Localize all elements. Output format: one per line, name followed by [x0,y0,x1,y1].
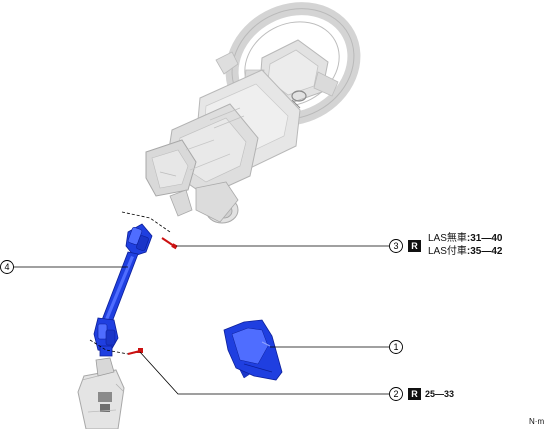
callout-circle-4 [0,260,14,274]
callout-num-4: 4 [4,262,9,272]
spec-line-las-with: LAS付車:35—42 [428,246,502,257]
bolt-upper [161,237,178,250]
steering-column-hole-cover [223,319,283,381]
callout-circle-2 [389,387,403,401]
torque-badge-3: R [408,240,421,252]
spec-label-las-without: LAS無車 [428,233,467,244]
callout-circle-3 [389,239,403,253]
spec-value-las-without: :31—40 [466,233,503,244]
callout-circles [0,239,403,401]
intermediate-shaft [93,223,153,357]
steering-gear-pinion [77,357,125,429]
callout-num-3: 3 [393,241,398,251]
callout-num-2: 2 [393,389,398,399]
torque-badge-2: R [408,388,421,400]
callout-numbers: 1 2 3 4 [4,241,398,399]
callout-circle-1 [389,340,403,354]
leader-line-2 [139,351,389,395]
leader-lines [13,245,389,395]
bolt-lower [127,348,143,355]
torque-unit: N·m [529,417,545,426]
spec-value-las-with: :35—42 [466,246,503,257]
steering-column-assembly [145,69,301,224]
spec-line-las-without: LAS無車:31—40 [428,233,502,244]
torque-value-2: 25—33 [425,389,455,399]
spec-label-las-with: LAS付車 [428,246,467,257]
callout-num-1: 1 [393,342,398,352]
